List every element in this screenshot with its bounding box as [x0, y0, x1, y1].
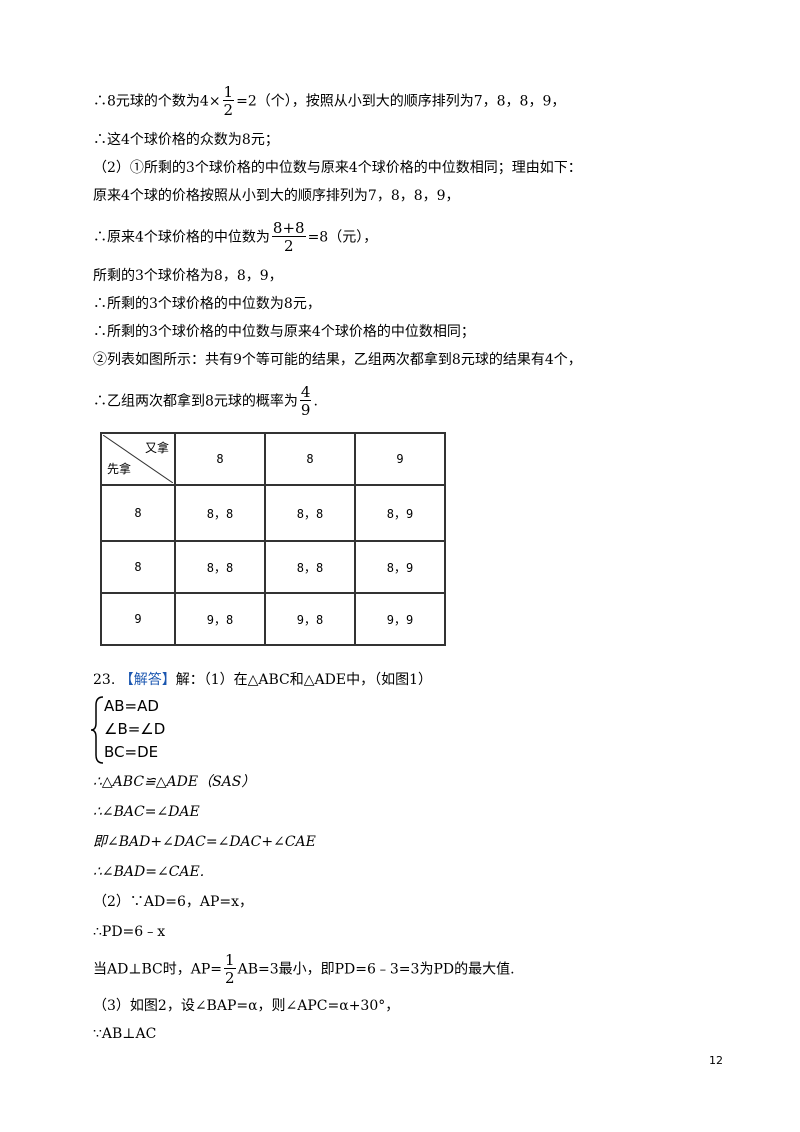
numerator: 1: [222, 83, 235, 101]
text-segment: ∴乙组两次都拿到8元球的概率为: [93, 393, 298, 410]
numerator: 4: [299, 383, 312, 401]
line-3: （2）①所剩的3个球价格的中位数与原来4个球价格的中位数相同；理由如下：: [93, 160, 582, 176]
table-header-row: 又拿 先拿 8 8 9: [100, 432, 446, 486]
diagonal-line: [103, 435, 173, 483]
row-header: 9: [100, 592, 176, 646]
table-cell: 9，9: [354, 592, 446, 646]
step-5: （2）∵AD=6，AP=x，: [93, 894, 254, 910]
column-header: 8: [174, 432, 266, 486]
table-cell: 8，8: [174, 540, 266, 594]
step-6: ∴PD=6﹣x: [93, 924, 166, 940]
brace-symbol: [90, 696, 104, 764]
table-cell: 9，8: [174, 592, 266, 646]
denominator: 2: [225, 969, 235, 987]
line-2: ∴这4个球价格的众数为8元；: [93, 132, 279, 148]
text-segment: ∴原来4个球价格的中位数为: [93, 229, 270, 246]
numerator: 1: [224, 951, 236, 969]
line-7: ∴所剩的3个球价格的中位数为8元，: [93, 296, 321, 312]
row-header: 8: [100, 540, 176, 594]
table-row: 8 8，8 8，8 8，9: [100, 484, 446, 542]
text-segment: ∴8元球的个数为4×: [93, 93, 221, 110]
text-segment: AB=3最小，即PD=6﹣3=3为PD的最大值.: [237, 961, 515, 978]
corner-bottom-label: 先拿: [107, 462, 132, 476]
step-3: 即∠BAD+∠DAC=∠DAC+∠CAE: [93, 834, 316, 850]
corner-top-label: 又拿: [144, 441, 169, 455]
text-segment: =2（个），按照从小到大的顺序排列为7，8，8，9，: [236, 93, 566, 110]
table-cell: 9，8: [264, 592, 356, 646]
table-cell: 8，9: [354, 540, 446, 594]
column-header: 8: [264, 432, 356, 486]
line-6: 所剩的3个球价格为8，8，9，: [93, 268, 283, 284]
probability-table: 又拿 先拿 8 8 9 8 8，8 8，8 8，9 8 8，8 8，8 8，9 …: [100, 432, 446, 646]
numerator: 8+8: [271, 219, 306, 237]
equation-1: AB=AD: [104, 697, 159, 715]
corner-cell: 又拿 先拿: [100, 432, 176, 486]
equation-2: ∠B=∠D: [104, 720, 166, 738]
intro-text: 解：（1）在△ABC和△ADE中，（如图1）: [175, 672, 432, 688]
table-cell: 8，8: [174, 484, 266, 542]
text-segment: 当AD⊥BC时，AP=: [93, 961, 223, 978]
step-9: ∵AB⊥AC: [93, 1026, 157, 1042]
line-4: 原来4个球的价格按照从小到大的顺序排列为7，8，8，9，: [93, 188, 460, 204]
table-cell: 8，9: [354, 484, 446, 542]
column-header: 9: [354, 432, 446, 486]
page-number: 12: [709, 1054, 723, 1067]
step-8: （3）如图2，设∠BAP=α，则∠APC=α+30°，: [93, 998, 400, 1014]
text-segment: .: [313, 393, 318, 410]
denominator: 2: [223, 101, 234, 119]
step-1: ∴△ABC≌△ADE（SAS）: [93, 774, 256, 790]
table-row: 8 8，8 8，8 8，9: [100, 540, 446, 594]
table-cell: 8，8: [264, 540, 356, 594]
denominator: 2: [283, 237, 294, 255]
table-cell: 8，8: [264, 484, 356, 542]
equation-3: BC=DE: [104, 743, 159, 761]
line-8: ∴所剩的3个球价格的中位数与原来4个球价格的中位数相同；: [93, 324, 475, 340]
answer-tag: 【解答】: [119, 672, 176, 688]
table-row: 9 9，8 9，8 9，9: [100, 592, 446, 646]
line-9: ②列表如图所示：共有9个等可能的结果，乙组两次都拿到8元球的结果有4个，: [93, 352, 582, 368]
row-header: 8: [100, 484, 176, 542]
step-2: ∴∠BAC=∠DAE: [93, 804, 200, 820]
q23-heading: 23. 【解答】解：（1）在△ABC和△ADE中，（如图1）: [93, 670, 432, 690]
denominator: 9: [300, 401, 311, 419]
question-number: 23.: [93, 672, 116, 688]
text-segment: =8（元），: [307, 229, 378, 246]
step-4: ∴∠BAD=∠CAE.: [93, 864, 205, 880]
